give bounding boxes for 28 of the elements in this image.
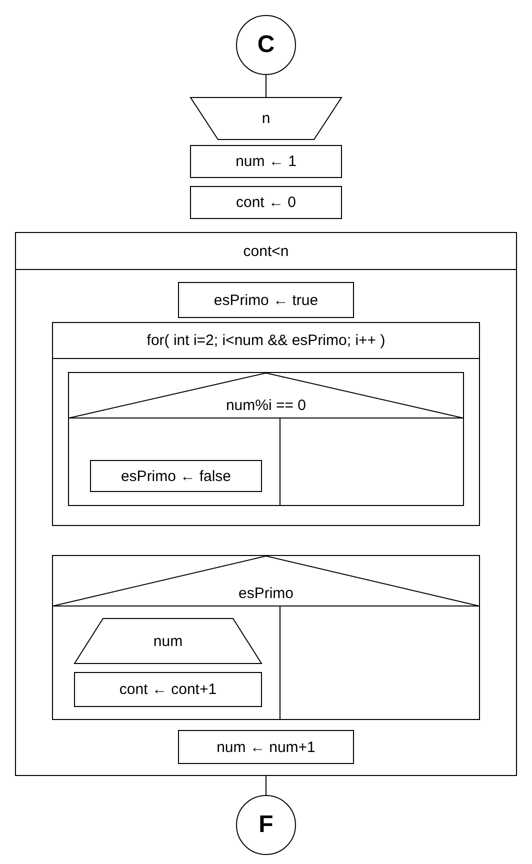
decision-block: [68, 372, 464, 506]
process-text: cont ← 0: [236, 194, 296, 211]
loop-condition: cont<n: [243, 242, 289, 260]
loop-block: [15, 232, 517, 776]
terminal-letter: C: [257, 31, 275, 59]
decision-block: [52, 555, 480, 720]
input-text: n: [262, 110, 270, 127]
process-box: [190, 186, 342, 219]
process-text: num ← 1: [236, 153, 296, 170]
process-text: esPrimo ← true: [214, 292, 318, 308]
process-box: [178, 282, 354, 318]
decision-condition: esPrimo: [238, 584, 294, 602]
output-text: num: [153, 632, 183, 650]
input-trapezoid: [190, 97, 342, 140]
process-box: [190, 145, 342, 178]
terminal-letter: F: [258, 811, 274, 839]
process-text: num ← num+1: [216, 738, 316, 756]
terminal-circle: [236, 795, 296, 855]
decision-condition: num%i == 0: [226, 396, 306, 414]
terminal-circle: [236, 15, 296, 75]
output-trapezoid: [74, 618, 262, 664]
process-box: [90, 460, 262, 492]
process-text: esPrimo ← false: [120, 468, 232, 484]
loop-condition: for( int i=2; i<num && esPrimo; i++ ): [146, 332, 386, 349]
process-box: [178, 730, 354, 764]
loop-block: [52, 322, 480, 526]
process-text: cont ← cont+1: [119, 681, 217, 698]
process-box: [74, 672, 262, 707]
